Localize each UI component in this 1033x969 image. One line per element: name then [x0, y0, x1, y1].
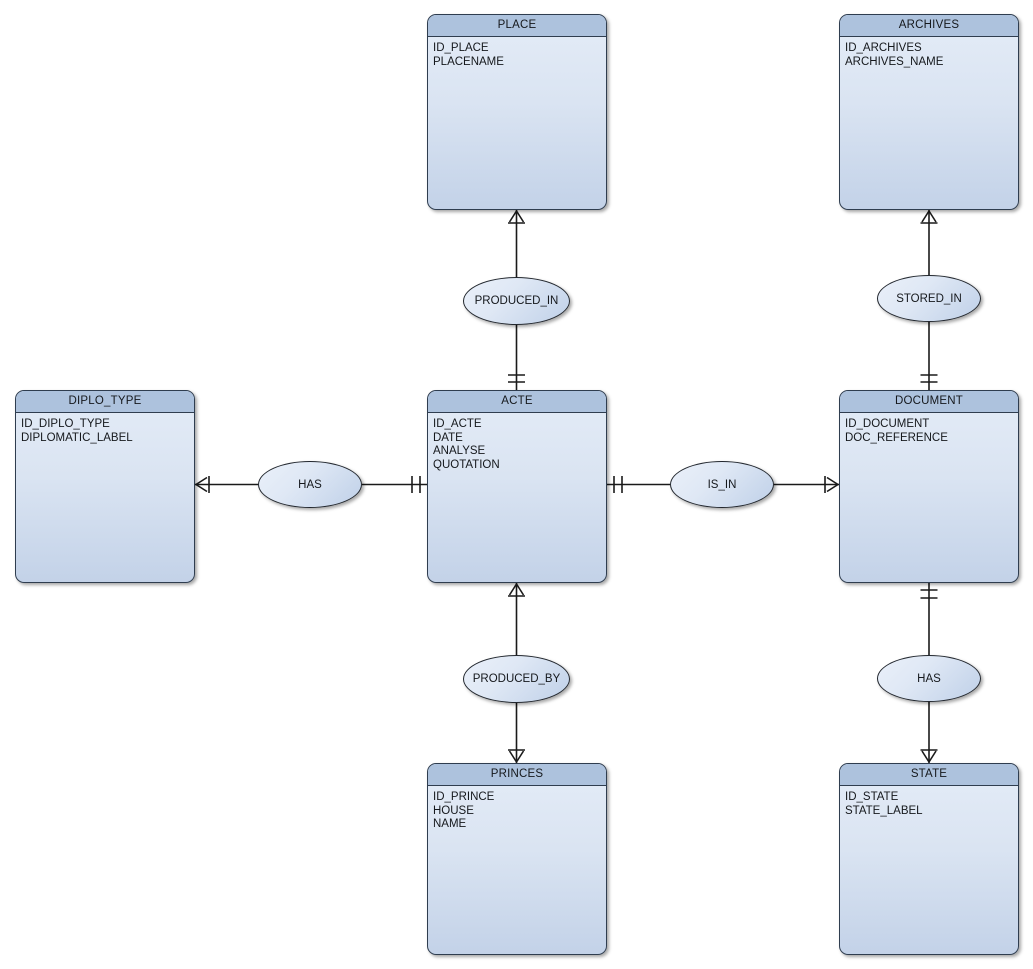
attribute: ID_DOCUMENT: [845, 418, 930, 430]
entity-title-archives: ARCHIVES: [840, 15, 1018, 37]
relationship-label: STORED_IN: [896, 292, 962, 305]
relationship-produced_in[interactable]: PRODUCED_IN: [463, 277, 570, 325]
relationship-label: IS_IN: [707, 478, 737, 491]
crows-foot-icon: [508, 750, 525, 763]
entity-title-acte: ACTE: [428, 391, 606, 413]
attribute: PLACENAME: [433, 55, 504, 68]
attribute: DATE: [433, 431, 463, 444]
crows-foot-icon: [508, 583, 525, 596]
crows-foot-icon: [921, 750, 937, 763]
relationship-stored_in[interactable]: STORED_IN: [877, 275, 981, 322]
attribute: ID_ACTE: [433, 418, 482, 430]
attribute: ARCHIVES_NAME: [845, 55, 944, 68]
attribute: ID_ARCHIVES: [845, 42, 922, 54]
attribute: ANALYSE: [433, 445, 486, 458]
relationship-label: PRODUCED_IN: [474, 295, 559, 307]
entity-title-princes: PRINCES: [428, 764, 606, 786]
entity-title-diplo_type: DIPLO_TYPE: [16, 391, 194, 413]
attribute: QUOTATION: [433, 458, 500, 471]
attribute: ID_PLACE: [433, 42, 489, 54]
crows-foot-icon: [195, 476, 208, 493]
attribute: ID_STATE: [845, 791, 899, 803]
entity-title-document: DOCUMENT: [840, 391, 1018, 413]
relationship-label: HAS: [917, 672, 941, 685]
crows-foot-icon: [826, 476, 839, 493]
attribute: HOUSE: [433, 804, 474, 817]
entity-title-place: PLACE: [428, 15, 606, 37]
relationship-is_in[interactable]: IS_IN: [670, 461, 774, 508]
attribute: DOC_REFERENCE: [845, 431, 948, 444]
attribute: ID_PRINCE: [433, 791, 495, 803]
entity-title-state: STATE: [840, 764, 1018, 786]
attribute: STATE_LABEL: [845, 804, 923, 817]
crows-foot-icon: [921, 210, 937, 223]
relationship-label: PRODUCED_BY: [472, 673, 561, 685]
attribute: NAME: [433, 818, 467, 831]
attribute: DIPLOMATIC_LABEL: [21, 431, 133, 444]
attribute: ID_DIPLO_TYPE: [21, 418, 110, 430]
relationship-label: HAS: [298, 478, 322, 491]
crows-foot-icon: [508, 210, 525, 223]
relationship-has_state[interactable]: HAS: [877, 655, 981, 702]
relationship-has_diplo[interactable]: HAS: [258, 461, 362, 508]
relationship-produced_by[interactable]: PRODUCED_BY: [463, 655, 570, 703]
